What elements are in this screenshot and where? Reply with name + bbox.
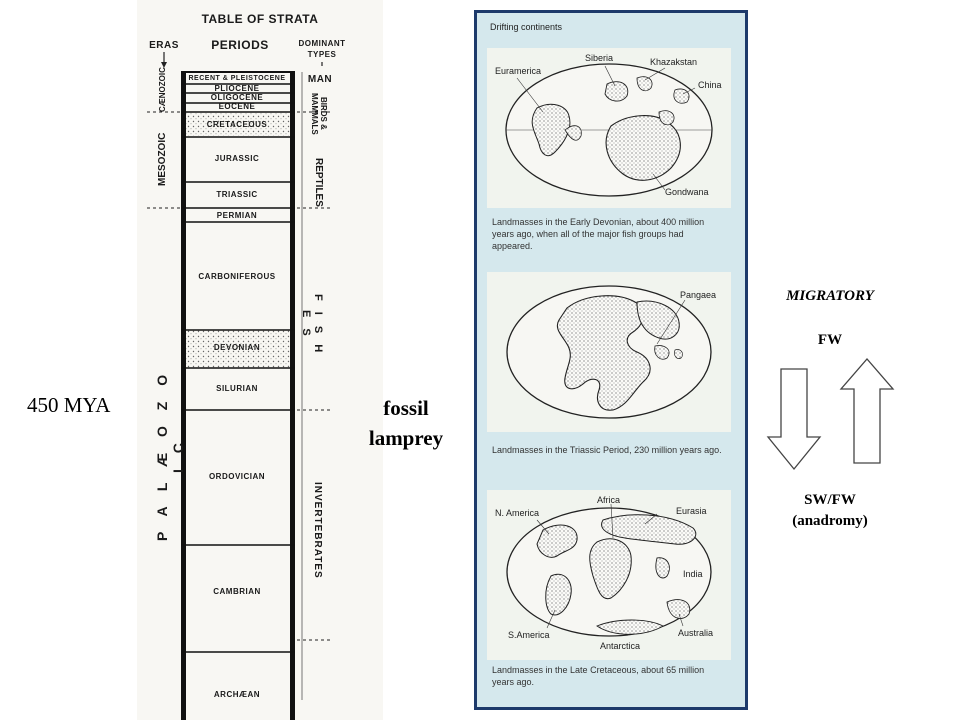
period-cambrian: CAMBRIAN xyxy=(213,587,261,596)
period-triassic: TRIASSIC xyxy=(216,190,258,199)
col-head-types-line1: DOMINANT xyxy=(298,39,346,48)
arrow-down-icon xyxy=(766,368,822,471)
sw-fw-line1: SW/FW xyxy=(804,492,856,508)
map1-label-china: China xyxy=(698,80,722,90)
sw-fw-anadromy-label: SW/FW (anadromy) xyxy=(755,490,905,532)
col-head-types-line2: TYPES xyxy=(307,50,337,59)
migration-arrows xyxy=(766,358,895,471)
column-wall-right xyxy=(290,72,295,720)
strata-column-graphic xyxy=(147,52,332,720)
map3-label-n-america: N. America xyxy=(495,508,540,518)
cretaceous-band xyxy=(185,112,291,136)
period-devonian: DEVONIAN xyxy=(213,343,261,352)
map3-caption: Landmasses in the Late Cretaceous, about… xyxy=(492,665,705,687)
col-head-periods: PERIODS xyxy=(211,38,269,52)
map1-label-khazakstan: Khazakstan xyxy=(650,57,698,67)
map1-globe xyxy=(505,63,713,197)
era-mesozoic: MESOZOIC xyxy=(157,132,168,186)
map1-label-euramerica: Euramerica xyxy=(495,66,542,76)
migratory-label: MIGRATORY xyxy=(786,288,874,304)
sw-fw-line2: (anadromy) xyxy=(792,513,868,529)
period-silurian: SILURIAN xyxy=(216,384,258,393)
era-palaeozoic: P A L Æ O Z O I C xyxy=(154,368,186,542)
devonian-band xyxy=(185,330,291,368)
mya-label: 450 MYA xyxy=(27,393,111,417)
map3-label-eurasia: Eurasia xyxy=(676,506,707,516)
period-ordovician: ORDOVICIAN xyxy=(208,472,266,481)
type-reptiles: REPTILES xyxy=(313,157,324,207)
map3-label-s-america: S.America xyxy=(508,630,550,640)
period-eocene: EOCENE xyxy=(218,102,256,111)
type-birds-mammals: BIRDS & MAMMALS xyxy=(310,92,328,135)
period-archaean: ARCHÆAN xyxy=(213,690,261,699)
period-carboniferous: CARBONIFEROUS xyxy=(198,272,276,281)
fossil-line2: lamprey xyxy=(368,426,444,450)
period-recent: RECENT & PLEISTOCENE xyxy=(188,75,286,82)
fossil-lamprey-label: fossil lamprey xyxy=(356,393,456,453)
strata-title: TABLE OF STRATA xyxy=(201,12,319,26)
map3-label-africa: Africa xyxy=(597,495,621,505)
map3-label-india: India xyxy=(683,569,703,579)
type-invertebrates: INVERTEBRATES xyxy=(312,481,323,579)
period-jurassic: JURASSIC xyxy=(214,154,260,163)
fossil-line1: fossil xyxy=(383,396,429,420)
period-cretaceous: CRETACEOUS xyxy=(206,120,268,129)
period-oligocene: OLIGOCENE xyxy=(210,93,264,102)
map3-label-australia: Australia xyxy=(678,628,714,638)
arrow-up-icon xyxy=(839,358,895,464)
map3-label-antarctica: Antarctica xyxy=(600,641,641,651)
period-dividers xyxy=(181,83,295,653)
type-fishes: F I S H E S xyxy=(300,293,324,357)
map2-caption: Landmasses in the Triassic Period, 230 m… xyxy=(492,445,722,455)
col-head-eras: ERAS xyxy=(149,40,179,51)
map2-label-pangaea: Pangaea xyxy=(680,290,717,300)
map1-label-siberia: Siberia xyxy=(585,53,614,63)
period-permian: PERMIAN xyxy=(216,211,258,220)
column-wall-left xyxy=(181,72,186,720)
map3-globe xyxy=(506,503,712,637)
era-cenozoic: CÆNOZOIC xyxy=(158,67,167,112)
period-pliocene: PLIOCENE xyxy=(214,84,260,93)
map1-caption: Landmasses in the Early Devonian, about … xyxy=(492,217,705,251)
type-man: MAN xyxy=(307,74,333,85)
map2-globe xyxy=(506,285,712,419)
col-head-types: DOMINANT TYPES xyxy=(293,38,351,60)
fw-label: FW xyxy=(817,332,843,348)
continents-heading: Drifting continents xyxy=(490,22,563,32)
map1-label-gondwana: Gondwana xyxy=(665,187,709,197)
